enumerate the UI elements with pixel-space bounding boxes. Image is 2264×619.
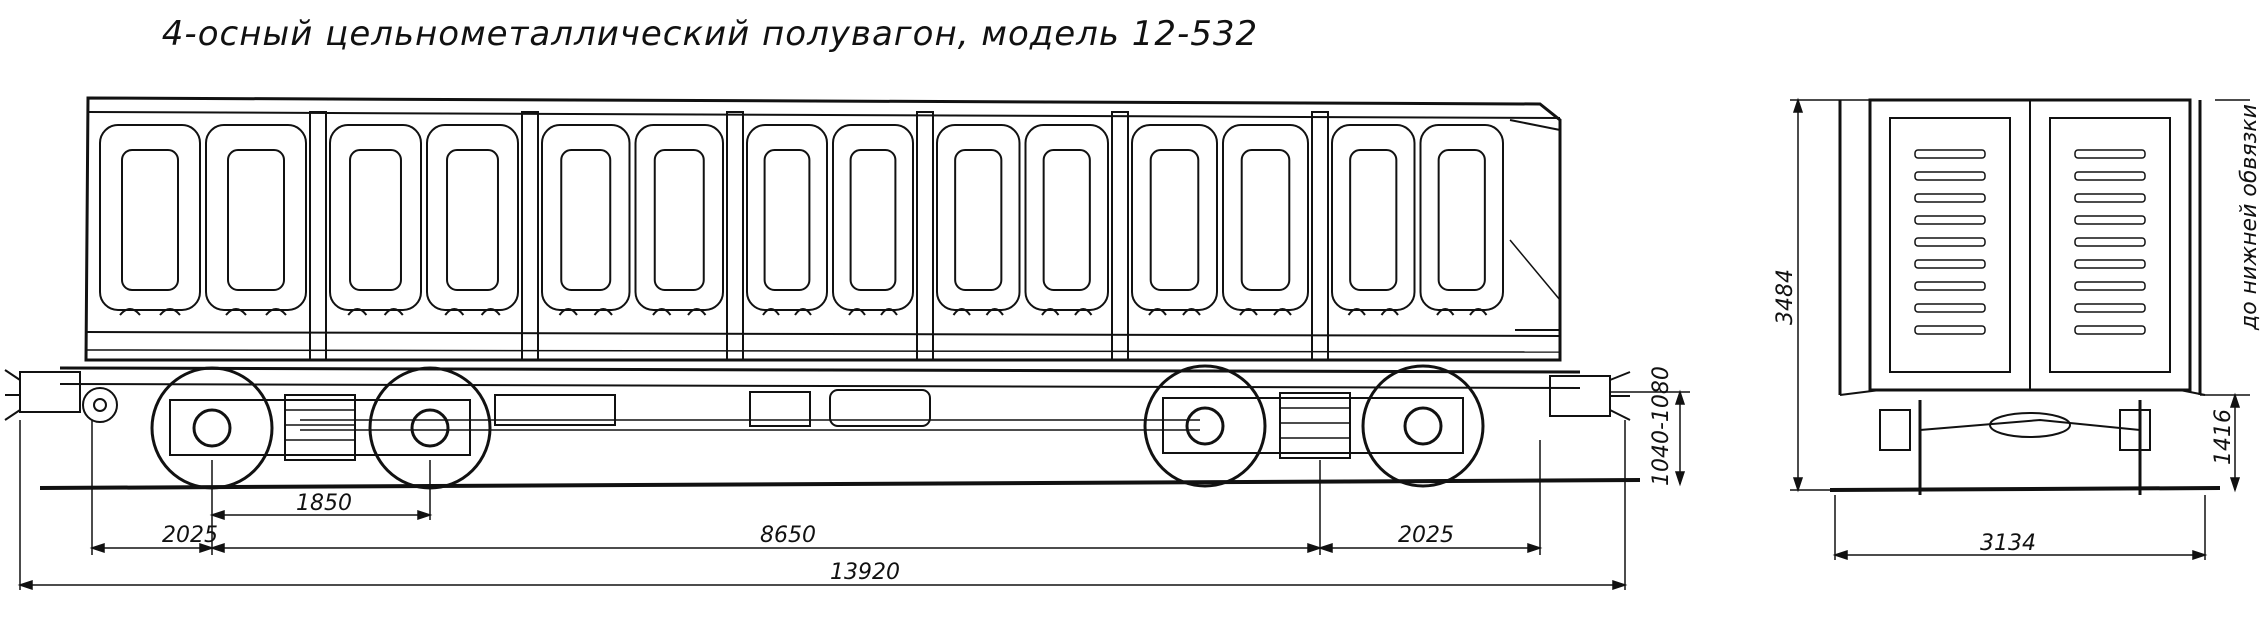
slat (2074, 149, 2146, 159)
door-lock (444, 308, 501, 316)
door-lock (1041, 308, 1093, 316)
door-lock (347, 308, 404, 316)
slat (2074, 171, 2146, 181)
stanchion (1311, 111, 1329, 361)
slat (1914, 171, 1986, 181)
stanchion (726, 111, 744, 361)
side-view: 2025 1850 8650 2025 13920 1040-1080 (4, 96, 1690, 591)
slat (1914, 193, 1986, 203)
stanchion (521, 111, 539, 361)
panel-window (1349, 149, 1398, 291)
side-panel (746, 124, 828, 311)
side-panel (541, 124, 631, 311)
door-lock (1239, 308, 1292, 316)
door-lock (1148, 308, 1201, 316)
air-reservoir (829, 389, 931, 427)
slat (1914, 237, 1986, 247)
bogie-left (150, 366, 492, 490)
slat (2074, 325, 2146, 335)
brake-wheel-icon (82, 387, 118, 423)
panel-window (653, 149, 705, 291)
drawing-title: 4-осный цельнометаллический полувагон, м… (161, 14, 1259, 54)
slat (1914, 325, 1986, 335)
panel-window (849, 149, 897, 291)
panel-window (954, 149, 1003, 291)
slat (2074, 237, 2146, 247)
bogie-right (1143, 364, 1485, 488)
door-lock (848, 308, 898, 316)
dim-overall-length: 13920 (830, 560, 900, 585)
dim-floor-height: 1416 (2211, 409, 2236, 465)
side-panel (1419, 124, 1504, 311)
panel-window (1149, 149, 1200, 291)
door-lock (652, 308, 707, 316)
slat (1914, 303, 1986, 313)
slat (2074, 259, 2146, 269)
dim-note: до нижней обвязки (2237, 104, 2262, 331)
dim-end-width: 3134 (1980, 531, 2036, 556)
dim-bogie-offset-right: 2025 (1398, 523, 1454, 548)
panel-window (349, 149, 402, 291)
door-lock (119, 308, 181, 316)
panel-window (121, 149, 179, 291)
side-panel (1131, 124, 1218, 311)
stanchion (309, 111, 327, 361)
slat (1914, 149, 1986, 159)
wheel (1143, 364, 1267, 488)
slat (2074, 215, 2146, 225)
side-panel (936, 124, 1021, 311)
stanchion (1111, 111, 1129, 361)
side-panel (634, 124, 724, 311)
panel-window (1042, 149, 1091, 291)
panel-window (446, 149, 499, 291)
dim-bogie-offset-left: 2025 (162, 523, 218, 548)
dim-bogie-centers: 8650 (760, 523, 816, 548)
underframe (4, 366, 1631, 431)
panel-window (560, 149, 612, 291)
wheel (1361, 364, 1485, 488)
side-dimensions (17, 389, 1690, 591)
door-lock (1436, 308, 1488, 316)
slat (1914, 259, 1986, 269)
stanchion (916, 111, 934, 361)
side-panel (205, 124, 307, 311)
end-slats (1914, 149, 2146, 335)
door-lock (762, 308, 812, 316)
side-panel (1331, 124, 1416, 311)
side-panel (329, 124, 422, 311)
panel-window (1240, 149, 1291, 291)
side-panel (99, 124, 201, 311)
dim-coupler-height: 1040-1080 (1649, 366, 1674, 486)
slat (2074, 281, 2146, 291)
slat (1914, 281, 1986, 291)
slat (2074, 303, 2146, 313)
coupler (1989, 412, 2071, 438)
door-lock (952, 308, 1004, 316)
panel-window (227, 149, 285, 291)
door-lock (1347, 308, 1399, 316)
dim-end-height: 3484 (1773, 269, 1798, 325)
side-panel (426, 124, 519, 311)
side-panel (832, 124, 914, 311)
rail-line (39, 478, 1641, 490)
slat (2074, 193, 2146, 203)
dim-wheelbase: 1850 (296, 491, 352, 516)
slat (1914, 215, 1986, 225)
end-view (1790, 97, 2250, 561)
brake-cylinder (494, 394, 616, 426)
car-body (84, 96, 1562, 362)
side-panel (1222, 124, 1309, 311)
side-panel (1024, 124, 1109, 311)
side-panels (99, 111, 1504, 361)
panel-window (763, 149, 811, 291)
door-lock (558, 308, 613, 316)
panel-window (1437, 149, 1486, 291)
door-lock (225, 308, 287, 316)
